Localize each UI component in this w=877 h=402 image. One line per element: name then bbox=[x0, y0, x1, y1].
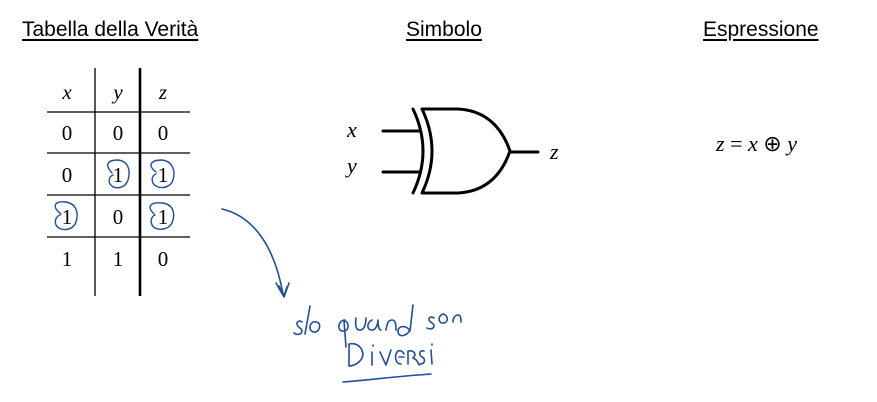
arrow-icon bbox=[221, 208, 284, 295]
table-cell: 0 bbox=[112, 205, 124, 229]
xor-operator: ⊕ bbox=[763, 131, 782, 156]
table-cell: 1 bbox=[61, 247, 73, 271]
expression-operand-b: y bbox=[787, 131, 797, 156]
column-header-x: x bbox=[62, 80, 72, 104]
circle-mark bbox=[149, 202, 175, 230]
circle-mark bbox=[107, 159, 130, 189]
table-cell: 0 bbox=[61, 163, 73, 187]
column-header-z: z bbox=[158, 80, 168, 104]
column-header-y: y bbox=[113, 80, 123, 104]
table-cell: 0 bbox=[157, 247, 169, 271]
handwritten-note-line1 bbox=[293, 304, 462, 348]
truth-table-heading: Tabella della Verità bbox=[22, 18, 199, 41]
table-cell: 1 bbox=[112, 247, 124, 271]
gate-input-y-label: y bbox=[347, 153, 357, 178]
table-cell: 1 bbox=[157, 163, 169, 187]
expression-lhs: z bbox=[716, 131, 725, 156]
expression-heading: Espressione bbox=[703, 18, 819, 41]
table-cell: 1 bbox=[112, 163, 124, 187]
boolean-expression: z = x ⊕ y bbox=[716, 131, 797, 157]
gate-input-x-label: x bbox=[347, 117, 357, 142]
table-cell: 0 bbox=[112, 121, 124, 145]
handwritten-note-line2 bbox=[342, 342, 433, 383]
circle-mark bbox=[150, 159, 175, 189]
symbol-heading: Simbolo bbox=[406, 18, 482, 41]
circle-mark bbox=[54, 201, 78, 231]
table-cell: 0 bbox=[157, 121, 169, 145]
table-cell: 1 bbox=[61, 205, 73, 229]
table-cell: 0 bbox=[61, 121, 73, 145]
expression-operand-a: x bbox=[747, 131, 758, 156]
table-cell: 1 bbox=[157, 205, 169, 229]
expression-equals: = bbox=[730, 131, 743, 156]
xor-input-curve bbox=[411, 107, 425, 195]
xor-gate-body bbox=[420, 107, 512, 195]
gate-output-z-label: z bbox=[550, 139, 559, 164]
